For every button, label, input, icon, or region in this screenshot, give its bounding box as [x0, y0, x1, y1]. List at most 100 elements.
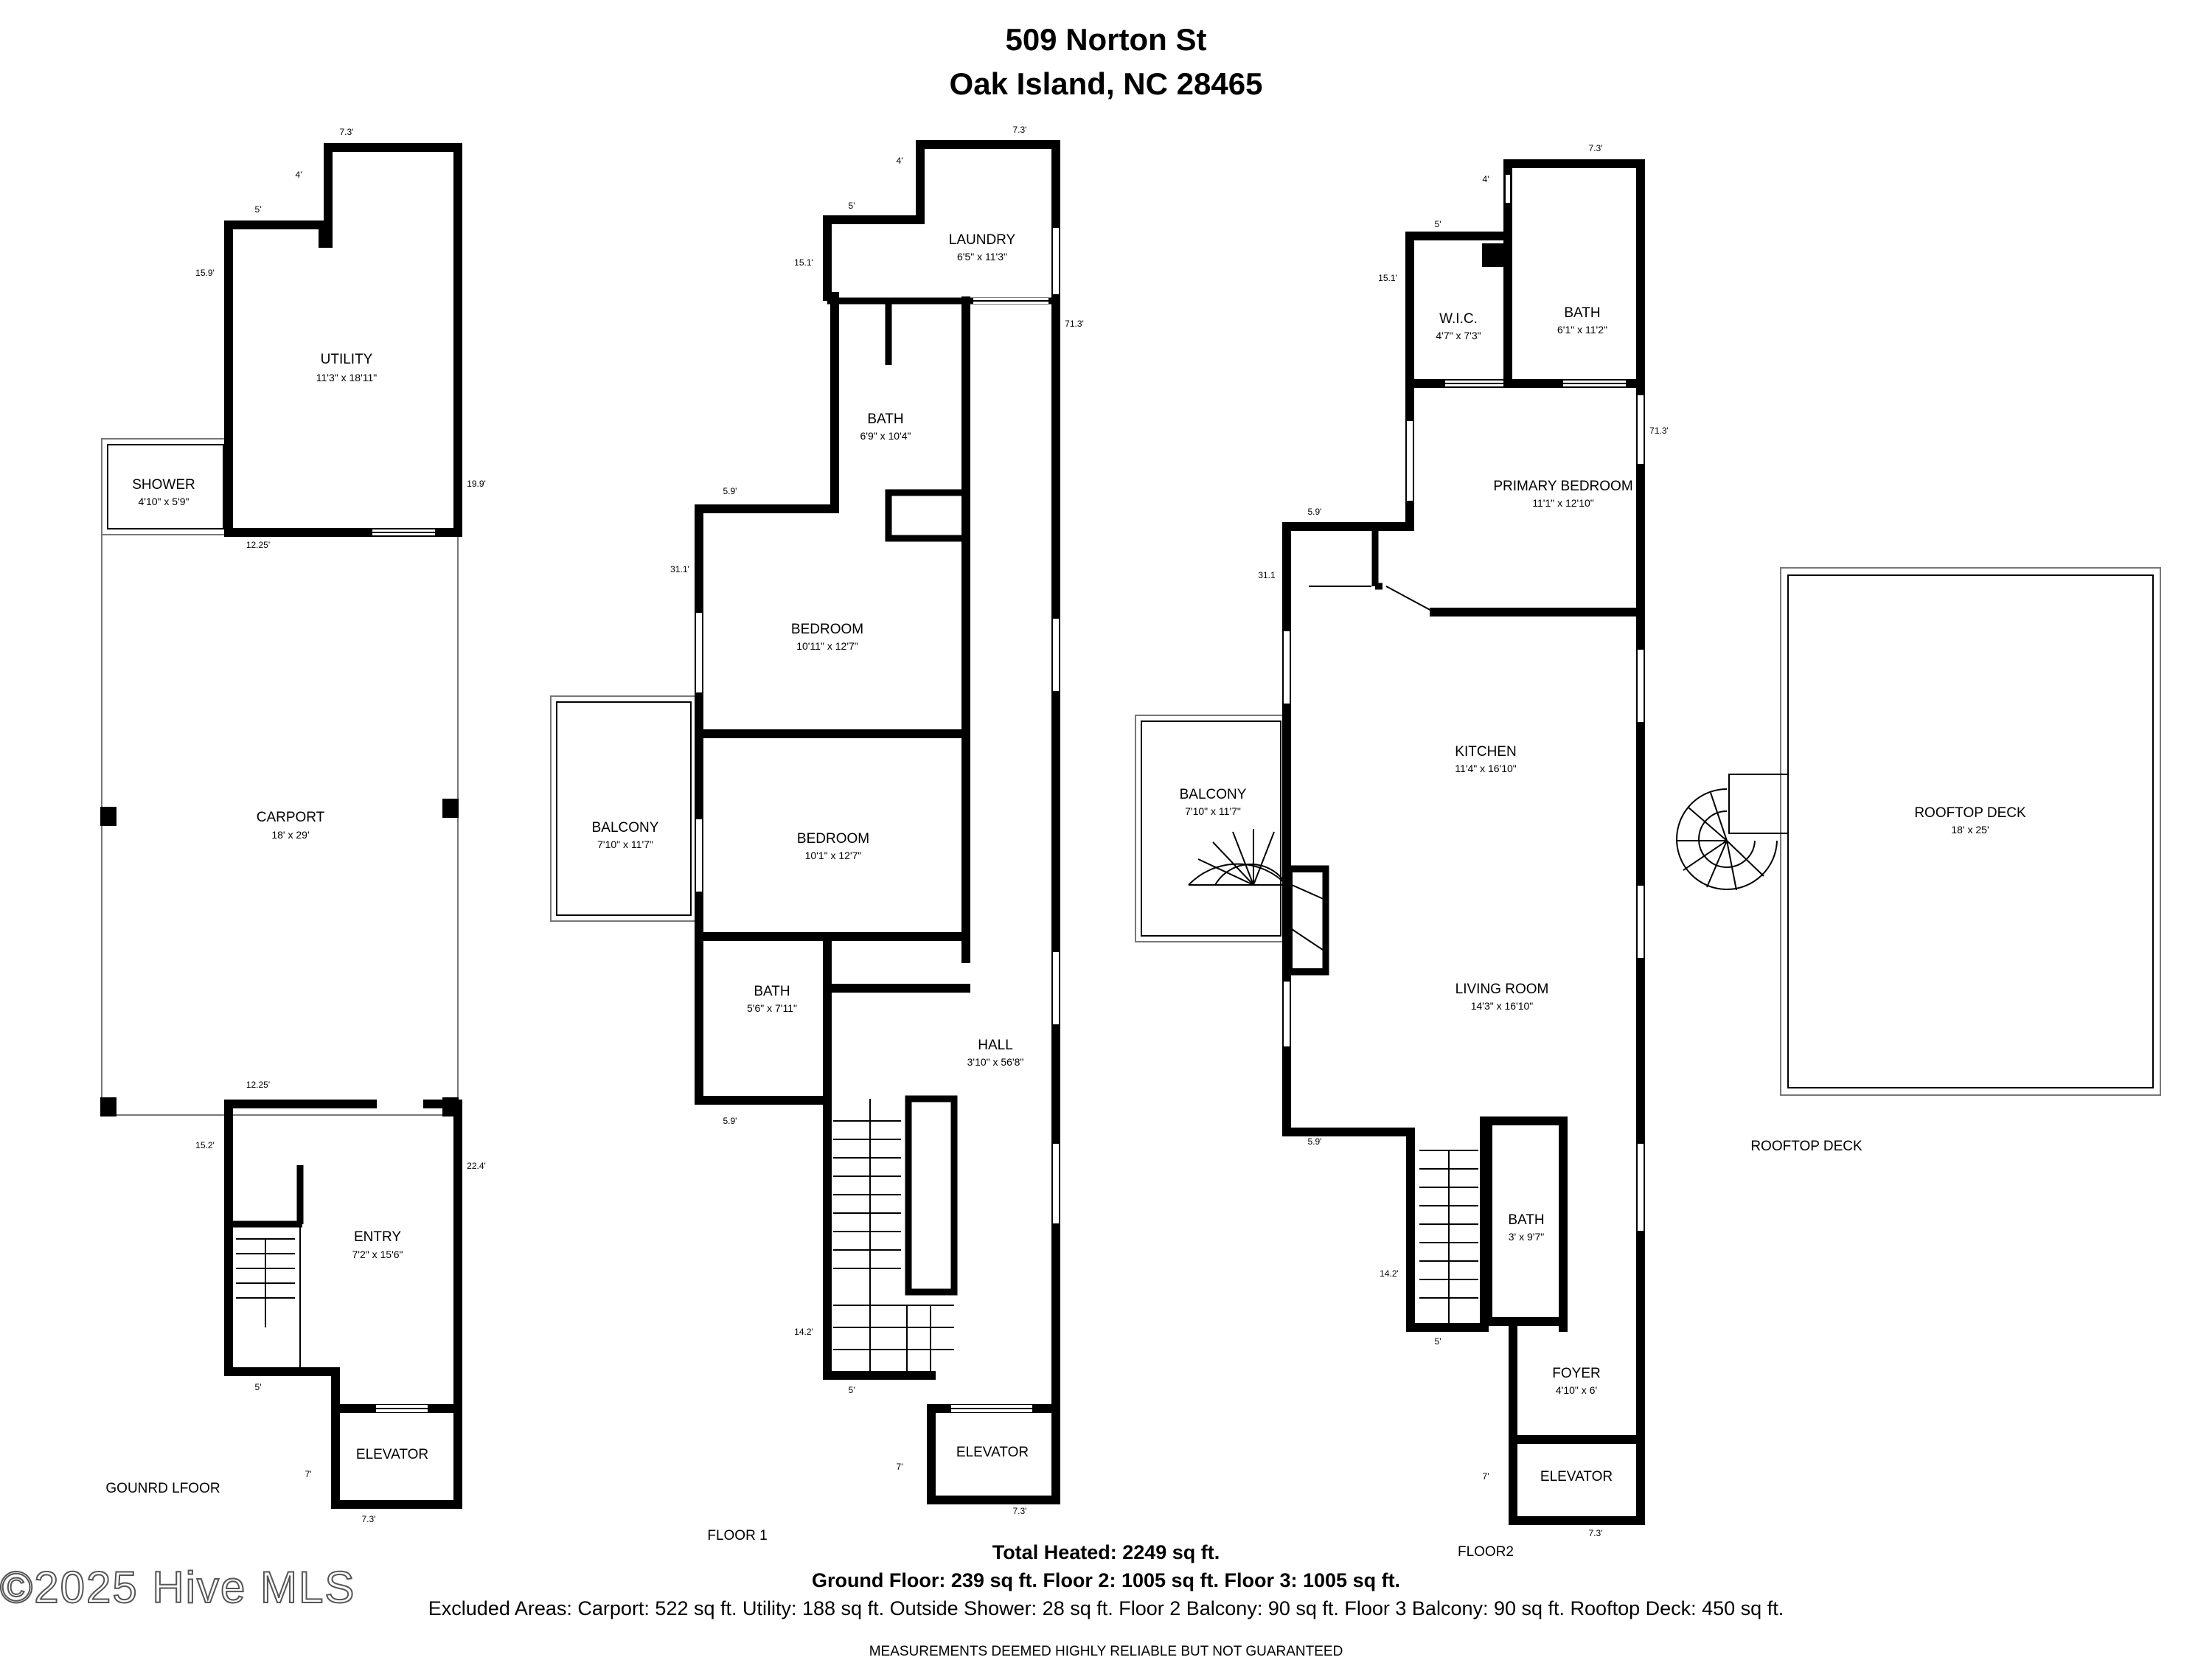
- ground-floor: UTILITY 11'3" x 18'11" SHOWER 4'10" x 5'…: [100, 127, 486, 1524]
- utility-walls: [224, 143, 462, 537]
- room-dims-bath: 3' x 9'7": [1509, 1231, 1544, 1243]
- room-name-shower: SHOWER: [132, 477, 195, 493]
- room-dims-laundry: 6'5" x 11'3": [957, 251, 1007, 263]
- balcony-outline: [550, 695, 698, 922]
- measurement: 4': [296, 170, 302, 180]
- floor-1-left-walls: [695, 217, 839, 1380]
- measurement: 7.3': [340, 127, 354, 137]
- measurement: 5.9': [1308, 1136, 1322, 1147]
- measurement: 7': [1483, 1471, 1489, 1482]
- floor-1: LAUNDRY 6'5" x 11'3" BATH 6'9" x 10'4" B…: [550, 125, 1084, 1543]
- carport-post: [100, 1097, 116, 1116]
- room-name-bath: BATH: [867, 411, 903, 427]
- floor-2: W.I.C. 4'7" x 7'3" BATH 6'1" x 11'2" PRI…: [1135, 143, 1669, 1560]
- measurement: 12.25': [246, 1080, 270, 1090]
- measurement: 15.1': [794, 257, 813, 268]
- measurement: 7': [305, 1469, 312, 1479]
- footer-total-heated: Total Heated: 2249 sq ft.: [992, 1541, 1220, 1563]
- room-dims-shower: 4'10" x 5'9": [139, 496, 189, 507]
- rooftop: ROOFTOP DECK 18' x 25' ROOFTOP DECK: [1676, 567, 2161, 1154]
- room-name-foyer: FOYER: [1552, 1366, 1600, 1381]
- room-name-bedroom: BEDROOM: [791, 622, 863, 637]
- stairs: [833, 1099, 954, 1372]
- room-dims-kitchen: 11'4" x 16'10": [1455, 763, 1517, 774]
- stairs: [1419, 1150, 1478, 1324]
- spiral-stair: [1188, 829, 1287, 886]
- balcony-outline: [1135, 715, 1287, 942]
- measurement: 71.3': [1065, 319, 1084, 329]
- measurement: 5': [1435, 219, 1441, 229]
- measurement: 5.9': [723, 1116, 737, 1126]
- room-name-elevator: ELEVATOR: [956, 1445, 1029, 1460]
- floor-2-left-walls: [1282, 522, 1489, 1332]
- room-name-wic: W.I.C.: [1439, 311, 1478, 327]
- address-line-2: Oak Island, NC 28465: [949, 66, 1263, 101]
- fireplace: [1285, 865, 1329, 976]
- room-dims-carport: 18' x 29': [271, 829, 309, 841]
- floor-label-floor-2: FLOOR2: [1458, 1544, 1514, 1560]
- floor-label-ground: GOUNRD LFOOR: [105, 1481, 220, 1496]
- room-name-bedroom: BEDROOM: [797, 831, 869, 847]
- measurement: 71.3': [1649, 426, 1669, 436]
- measurement: 15.2': [195, 1140, 215, 1150]
- measurement: 5': [255, 1382, 262, 1392]
- measurement: 5': [849, 1385, 855, 1395]
- room-dims-wic: 4'7" x 7'3": [1436, 330, 1481, 341]
- measurement: 15.9': [195, 268, 215, 278]
- room-dims-foyer: 4'10" x 6': [1556, 1384, 1597, 1396]
- measurement: 7.3': [362, 1514, 376, 1524]
- floor-1-right-walls: [823, 140, 1060, 1504]
- room-dims-balcony: 7'10" x 11'7": [597, 838, 653, 850]
- room-name-balcony: BALCONY: [1180, 787, 1247, 802]
- measurement: 15.1': [1378, 273, 1397, 283]
- measurement: 7.3': [1589, 143, 1603, 153]
- measurement: 14.2': [1380, 1268, 1399, 1279]
- room-name-entry: ENTRY: [354, 1229, 401, 1245]
- measurement: 7': [897, 1462, 903, 1472]
- measurement: 22.4': [467, 1161, 486, 1171]
- room-dims-entry: 7'2" x 15'6": [352, 1249, 403, 1260]
- room-dims-primary-bedroom: 11'1" x 12'10": [1532, 497, 1594, 509]
- room-dims-bath: 6'9" x 10'4": [860, 430, 911, 442]
- measurement: 5': [1435, 1336, 1441, 1347]
- rooftop-deck-outline: [1780, 567, 2161, 1096]
- room-dims-living-room: 14'3" x 16'10": [1471, 1000, 1534, 1012]
- measurement: 7.3': [1013, 1506, 1027, 1516]
- carport-post: [100, 807, 116, 826]
- floor-label-floor-1: FLOOR 1: [707, 1528, 767, 1543]
- room-name-elevator: ELEVATOR: [1540, 1469, 1613, 1484]
- address-line-1: 509 Norton St: [1005, 22, 1207, 57]
- measurement: 31.1: [1258, 570, 1276, 580]
- room-dims-hall: 3'10" x 56'8": [967, 1056, 1024, 1068]
- measurement: 7.3': [1013, 125, 1027, 135]
- room-dims-balcony: 7'10" x 11'7": [1185, 805, 1241, 817]
- carport-post: [442, 799, 459, 818]
- room-dims-bedroom: 10'1" x 12'7": [805, 850, 862, 861]
- measurement: 4': [897, 156, 903, 166]
- room-dims-rooftop-deck: 18' x 25': [1951, 824, 1989, 836]
- measurement: 31.1': [670, 564, 689, 574]
- measurement: 7.3': [1589, 1528, 1603, 1538]
- stairs: [236, 1238, 295, 1327]
- room-name-utility: UTILITY: [321, 352, 373, 367]
- footer-floor-areas: Ground Floor: 239 sq ft. Floor 2: 1005 s…: [811, 1569, 1401, 1591]
- measurement: 4': [1483, 174, 1489, 184]
- room-dims-bath: 5'6" x 7'11": [747, 1002, 797, 1014]
- room-dims-utility: 11'3" x 18'11": [316, 372, 378, 383]
- room-name-hall: HALL: [978, 1038, 1013, 1053]
- entry-walls: [224, 1100, 462, 1509]
- measurement: 19.9': [467, 479, 486, 489]
- watermark: ©2025 Hive MLS: [0, 1562, 356, 1613]
- room-name-living-room: LIVING ROOM: [1455, 982, 1549, 997]
- room-name-bath: BATH: [1564, 305, 1600, 321]
- room-name-primary-bedroom: PRIMARY BEDROOM: [1493, 479, 1632, 494]
- room-name-rooftop-deck: ROOFTOP DECK: [1914, 805, 2026, 821]
- room-name-balcony: BALCONY: [592, 820, 659, 836]
- room-name-carport: CARPORT: [257, 810, 325, 825]
- footer-disclaimer: MEASUREMENTS DEEMED HIGHLY RELIABLE BUT …: [869, 1644, 1343, 1659]
- measurement: 12.25': [246, 540, 270, 550]
- floor-2-right-walls: [1509, 159, 1645, 1525]
- room-dims-bath: 6'1" x 11'2": [1557, 324, 1607, 336]
- room-name-kitchen: KITCHEN: [1455, 744, 1516, 760]
